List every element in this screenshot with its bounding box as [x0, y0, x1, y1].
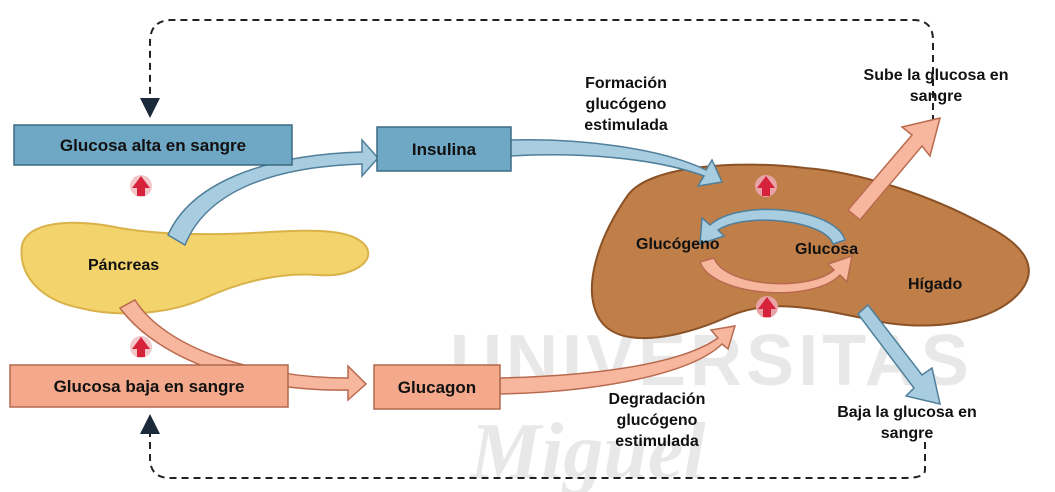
glucosa-label: Glucosa: [795, 241, 858, 258]
annotation-sube: Sube la glucosa en sangre: [864, 67, 1009, 105]
formacion-line-3: estimulada: [584, 117, 668, 134]
pancreas-label: Páncreas: [88, 257, 159, 274]
degradacion-line-3: estimulada: [615, 433, 699, 450]
higado-label: Hígado: [908, 276, 962, 293]
annotation-baja: Baja la glucosa en sangre: [837, 404, 977, 442]
degradacion-line-1: Degradación: [609, 391, 706, 408]
box-glucagon: Glucagon: [374, 365, 500, 409]
formacion-line-2: glucógeno: [586, 96, 667, 113]
glucagon-label: Glucagon: [398, 378, 476, 397]
annotation-degradacion: Degradación glucógeno estimulada: [609, 391, 706, 450]
red-up-marker-liver-top: [755, 175, 777, 197]
degradacion-line-2: glucógeno: [617, 412, 698, 429]
glucosa-baja-label: Glucosa baja en sangre: [54, 377, 245, 396]
insulina-label: Insulina: [412, 140, 477, 159]
feedback-loop-top: [150, 20, 933, 122]
box-insulina: Insulina: [377, 127, 511, 171]
formacion-line-1: Formación: [585, 75, 667, 92]
sube-line-2: sangre: [910, 88, 963, 105]
annotation-formacion: Formación glucógeno estimulada: [584, 75, 668, 134]
box-glucosa-baja: Glucosa baja en sangre: [10, 365, 288, 407]
baja-line-2: sangre: [881, 425, 934, 442]
box-glucosa-alta: Glucosa alta en sangre: [14, 125, 292, 165]
glucogeno-label: Glucógeno: [636, 236, 720, 253]
glucosa-alta-label: Glucosa alta en sangre: [60, 136, 246, 155]
red-up-marker-baja: [130, 336, 152, 358]
pancreas-shape: [22, 223, 369, 314]
baja-line-1: Baja la glucosa en: [837, 404, 977, 421]
sube-line-1: Sube la glucosa en: [864, 67, 1009, 84]
red-up-marker-alta: [130, 175, 152, 197]
red-up-marker-liver-bottom: [756, 296, 778, 318]
